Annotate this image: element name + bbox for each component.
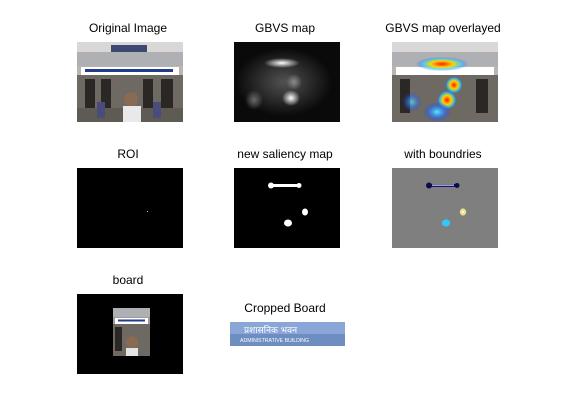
panel-title: GBVS map [254,21,316,35]
saliency-map-image [234,168,340,248]
sign-text-hindi: प्रशासनिक भवन [244,324,298,336]
panel-title: GBVS map overlayed [385,21,501,35]
panel-title: Original Image [88,21,168,35]
panel-title: board [112,273,144,287]
panel-board: board [57,272,199,378]
original-image [77,42,183,122]
cropped-board-image: प्रशासनिक भवन ADMINISTRATIVE BUILDING [230,322,345,346]
panel-gbvs-overlay: GBVS map overlayed [372,20,514,126]
panel-new-saliency-map: new saliency map [214,146,356,252]
panel-title: Cropped Board [244,301,326,315]
gbvs-overlay-image [392,42,498,122]
roi-image [77,168,183,248]
panel-gbvs-map: GBVS map [214,20,356,126]
panel-title: new saliency map [237,147,333,161]
panel-original-image: Original Image [57,20,199,126]
boundaries-image [392,168,498,248]
panel-with-boundaries: with boundries [372,146,514,252]
panel-title: with boundries [404,147,482,161]
board-image [77,294,183,374]
panel-cropped-board: Cropped Board प्रशासनिक भवन ADMINISTRATI… [214,300,356,350]
panel-roi: ROI [57,146,199,252]
panel-title: ROI [117,147,139,161]
gbvs-map-image [234,42,340,122]
sign-text-english: ADMINISTRATIVE BUILDING [240,338,309,344]
